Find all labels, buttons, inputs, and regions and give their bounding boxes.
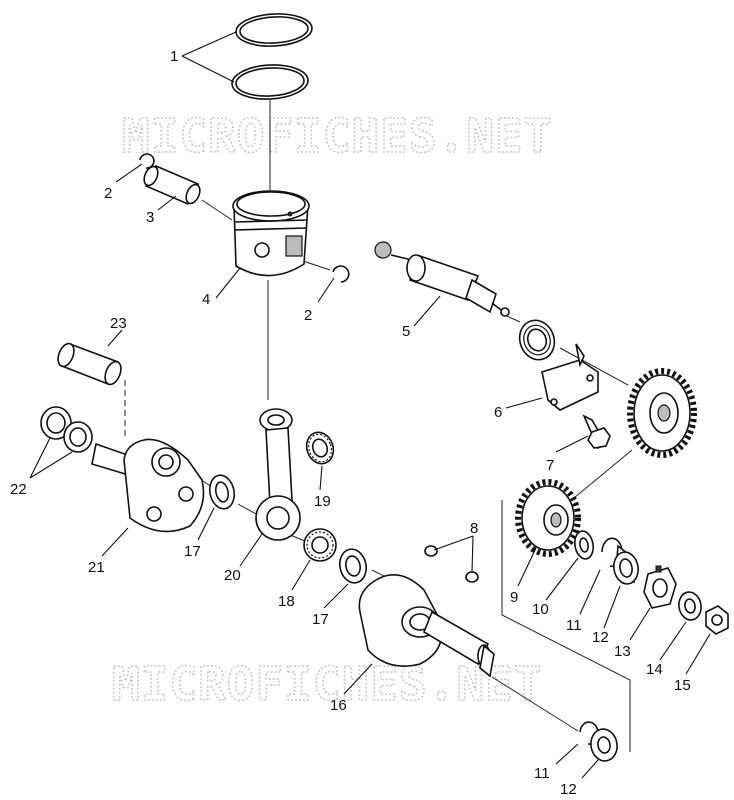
- callout-labels: 1 2 2 3 4 5 6 7 8 9 10 11 11 12 12 13 14…: [10, 48, 691, 798]
- callout-10: 10: [532, 601, 549, 618]
- balance-driven-gear: [627, 368, 697, 458]
- callout-16: 16: [330, 697, 347, 714]
- leader-lines: [29, 31, 711, 779]
- bracket-bolt: [582, 414, 611, 450]
- callout-17-right: 17: [312, 611, 329, 628]
- piston-pin: [143, 164, 201, 206]
- crank-thrust-washer-left: [208, 474, 236, 510]
- watermark-top: MICROFICHES.NET: [122, 109, 552, 163]
- callout-21: 21: [88, 559, 105, 576]
- callout-11-lower: 11: [534, 765, 550, 782]
- piston: [232, 190, 310, 277]
- connecting-rod: [255, 408, 301, 541]
- callout-5: 5: [402, 323, 410, 340]
- watermark-bottom: MICROFICHES.NET: [112, 657, 542, 711]
- woodruff-keys: [424, 545, 479, 583]
- callout-2-pin-clip-left: 2: [104, 185, 112, 202]
- callout-19: 19: [314, 493, 331, 510]
- callout-13: 13: [614, 643, 631, 660]
- callout-20: 20: [224, 567, 241, 584]
- shaft-washer: [678, 591, 702, 621]
- callout-9: 9: [510, 589, 518, 606]
- callout-8: 8: [470, 520, 478, 537]
- main-bearing-lower: [590, 728, 618, 762]
- castle-nut: [643, 565, 677, 609]
- crank-thrust-washer-right: [339, 548, 367, 584]
- callout-3: 3: [146, 209, 154, 226]
- callout-7: 7: [546, 457, 554, 474]
- crankshaft-left-half: [91, 438, 205, 533]
- balance-shaft: [374, 241, 510, 317]
- big-end-bearing: [303, 528, 337, 562]
- piston-rings: [231, 13, 313, 100]
- callout-12-upper: 12: [592, 629, 609, 646]
- callout-14: 14: [646, 661, 663, 678]
- balance-shaft-bearing: [518, 319, 556, 361]
- callout-12-lower: 12: [560, 781, 577, 798]
- callout-18: 18: [278, 593, 295, 610]
- callout-6: 6: [494, 404, 502, 421]
- gear-spacer: [574, 530, 594, 560]
- callout-11-upper: 11: [566, 617, 582, 634]
- callout-2-pin-clip-right: 2: [304, 307, 312, 324]
- shaft-nut: [705, 605, 729, 635]
- drive-gear: [515, 479, 581, 557]
- crankshaft-washers: [40, 406, 93, 453]
- callout-23: 23: [110, 315, 127, 332]
- bearing-retainer-bracket: [541, 343, 599, 411]
- callout-17-left: 17: [184, 543, 201, 560]
- callout-22: 22: [10, 481, 27, 498]
- main-bearing-upper: [613, 544, 639, 585]
- crankshaft-right-half: [358, 574, 495, 678]
- crank-pin: [57, 342, 122, 386]
- small-end-bearing: [305, 431, 335, 465]
- callout-4: 4: [202, 291, 210, 308]
- callout-15: 15: [674, 677, 691, 694]
- callout-1: 1: [170, 48, 178, 65]
